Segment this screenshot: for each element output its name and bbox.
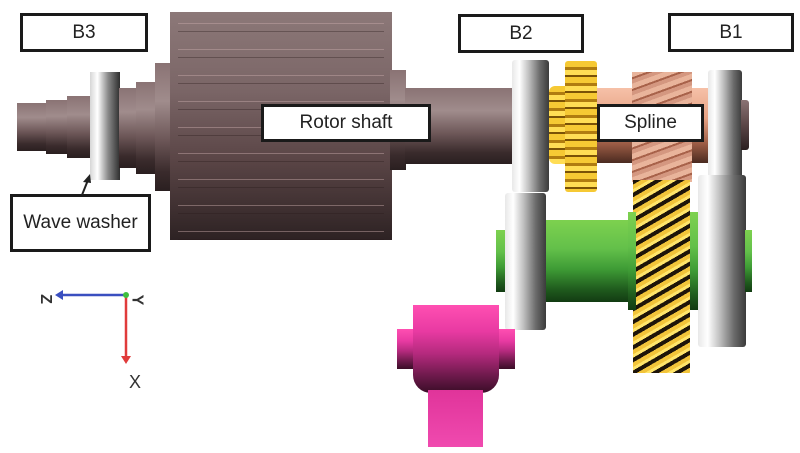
shaft-left-end (17, 103, 47, 151)
axis-label-y: Y (128, 294, 146, 306)
label-wave-washer: Wave washer (10, 194, 151, 252)
label-b2: B2 (458, 14, 584, 53)
bearing-b2-upper (512, 60, 549, 192)
wave-washer-leader-arrow (81, 174, 91, 196)
helical-gear-lower (633, 180, 690, 373)
bearing-b2-lower (505, 193, 546, 330)
pinion-gear (565, 61, 597, 192)
axis-label-x: X (129, 372, 142, 392)
shaft-right-end (741, 100, 749, 150)
countershaft-right-end (745, 230, 752, 292)
label-b1: B1 (668, 13, 794, 52)
shaft-left-step-1 (46, 100, 68, 154)
coordinate-axes (55, 290, 131, 364)
bearing-b1-lower (698, 175, 746, 347)
shaft-b3-step-3 (155, 63, 171, 191)
bearing-b1-upper (708, 70, 742, 183)
label-rotor-shaft: Rotor shaft (261, 104, 431, 142)
shaft-b3-step-2 (136, 82, 156, 174)
shaft-b3-step-1 (119, 88, 137, 168)
shaft-left-step-2 (67, 96, 92, 158)
countershaft-body (546, 220, 634, 302)
output-part-body (413, 305, 499, 393)
countershaft-gear-seat (628, 212, 636, 310)
wave-washer (90, 72, 120, 180)
label-b3: B3 (20, 13, 148, 52)
output-part-stem (428, 390, 483, 447)
label-spline: Spline (597, 104, 704, 142)
axis-label-z: Z (36, 294, 54, 304)
